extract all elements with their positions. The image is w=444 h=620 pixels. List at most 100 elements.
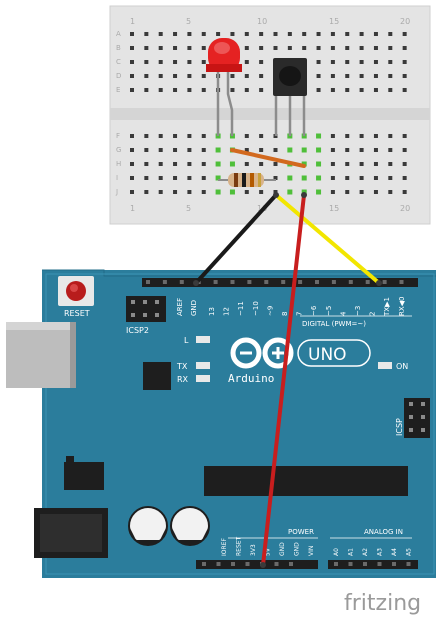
breadboard-hole	[187, 176, 192, 180]
breadboard-hole	[388, 74, 393, 78]
fritzing-watermark: fritzing	[344, 591, 421, 616]
icsp-header	[404, 398, 430, 438]
connected-hole	[287, 189, 293, 195]
breadboard-hole	[130, 88, 134, 92]
header-pin	[247, 280, 252, 284]
breadboard-hole	[173, 88, 178, 92]
arduino-brand: Arduino	[228, 372, 274, 385]
breadboard-hole	[402, 162, 407, 166]
power-jack	[34, 508, 108, 558]
breadboard-hole	[144, 88, 149, 92]
breadboard-hole	[316, 88, 321, 92]
reset-button[interactable]	[58, 276, 94, 306]
analog-pin-label: A0	[333, 548, 340, 556]
breadboard-hole	[144, 176, 149, 180]
breadboard-hole	[201, 74, 206, 78]
breadboard-hole	[402, 88, 407, 92]
power-pin-label: GND	[294, 542, 301, 556]
breadboard-hole	[173, 148, 178, 152]
red-led	[206, 38, 242, 136]
breadboard-hole	[259, 88, 264, 92]
breadboard-hole	[173, 60, 178, 64]
digital-pin-label: ~10	[252, 301, 260, 316]
breadboard-hole	[388, 190, 393, 194]
header-pin	[348, 280, 353, 284]
breadboard-hole	[130, 74, 134, 78]
voltage-regulator	[64, 456, 104, 490]
analog-pin-label: A4	[391, 548, 398, 556]
header-pin	[365, 280, 370, 284]
digital-pin-label: ~5	[325, 306, 333, 316]
breadboard-hole	[373, 148, 378, 152]
led-on-icon	[378, 362, 392, 369]
power-label: POWER	[288, 528, 314, 536]
led-l-icon	[196, 336, 210, 343]
breadboard-hole	[345, 148, 350, 152]
icsp2-label: ICSP2	[126, 326, 149, 335]
row-letter: G	[116, 146, 121, 154]
breadboard-hole	[345, 46, 350, 50]
connected-hole	[215, 147, 221, 153]
breadboard-hole	[173, 46, 178, 50]
breadboard-hole	[158, 176, 163, 180]
breadboard-hole	[158, 46, 163, 50]
breadboard-hole	[273, 190, 278, 194]
col-number: 5	[186, 204, 191, 213]
breadboard-hole	[345, 60, 350, 64]
breadboard-hole	[287, 46, 292, 50]
breadboard-hole	[158, 148, 163, 152]
breadboard-hole	[201, 46, 206, 50]
signal-wire	[274, 193, 381, 285]
led-tx-label: TX	[176, 362, 188, 371]
breadboard-hole	[373, 60, 378, 64]
breadboard-hole	[345, 74, 350, 78]
breadboard-hole	[402, 134, 407, 138]
header-pin	[146, 280, 150, 284]
analog-pin-label: A5	[406, 548, 413, 556]
breadboard-hole	[216, 32, 221, 36]
breadboard-hole	[173, 176, 178, 180]
breadboard-hole	[130, 32, 134, 36]
breadboard-hole	[388, 32, 393, 36]
breadboard-hole	[345, 190, 350, 194]
row-letter: I	[116, 174, 118, 182]
breadboard-hole	[130, 148, 134, 152]
usb-chip	[143, 362, 171, 390]
breadboard-hole	[330, 162, 335, 166]
breadboard-hole	[130, 46, 134, 50]
breadboard-hole	[316, 46, 321, 50]
uno-badge: UNO	[297, 339, 371, 367]
analog-pin-label: A2	[362, 548, 369, 556]
ir-receiver	[273, 58, 307, 136]
breadboard-hole	[259, 46, 264, 50]
breadboard-hole	[388, 162, 393, 166]
digital-pin-label: 7	[296, 312, 304, 316]
breadboard-row-letters: A B C D E F G H I J	[115, 30, 121, 196]
breadboard-hole	[316, 74, 321, 78]
digital-pin-label: RX◀0	[398, 297, 406, 317]
breadboard-hole	[345, 162, 350, 166]
breadboard-hole	[244, 148, 249, 152]
breadboard-hole	[130, 60, 134, 64]
capacitor	[128, 506, 168, 546]
breadboard: 1 5 10 15 20 1 5 10 15 20 A B C D E F G …	[109, 5, 431, 225]
breadboard-hole	[388, 88, 393, 92]
power-pin-label: VIN	[308, 546, 315, 556]
breadboard-hole	[330, 32, 335, 36]
row-letter: J	[115, 188, 118, 196]
header-pin	[406, 562, 411, 566]
breadboard-hole	[201, 32, 206, 36]
led-l-label: L	[184, 336, 189, 345]
breadboard-hole	[201, 176, 206, 180]
connected-hole	[215, 189, 221, 195]
breadboard-hole	[158, 134, 163, 138]
arduino-logo	[230, 337, 294, 369]
led-rx-icon	[196, 375, 210, 382]
breadboard-hole	[187, 190, 192, 194]
connected-hole	[316, 133, 322, 139]
breadboard-hole	[388, 134, 393, 138]
breadboard-hole	[173, 162, 178, 166]
breadboard-hole	[187, 134, 192, 138]
col-number: 20	[400, 204, 410, 213]
